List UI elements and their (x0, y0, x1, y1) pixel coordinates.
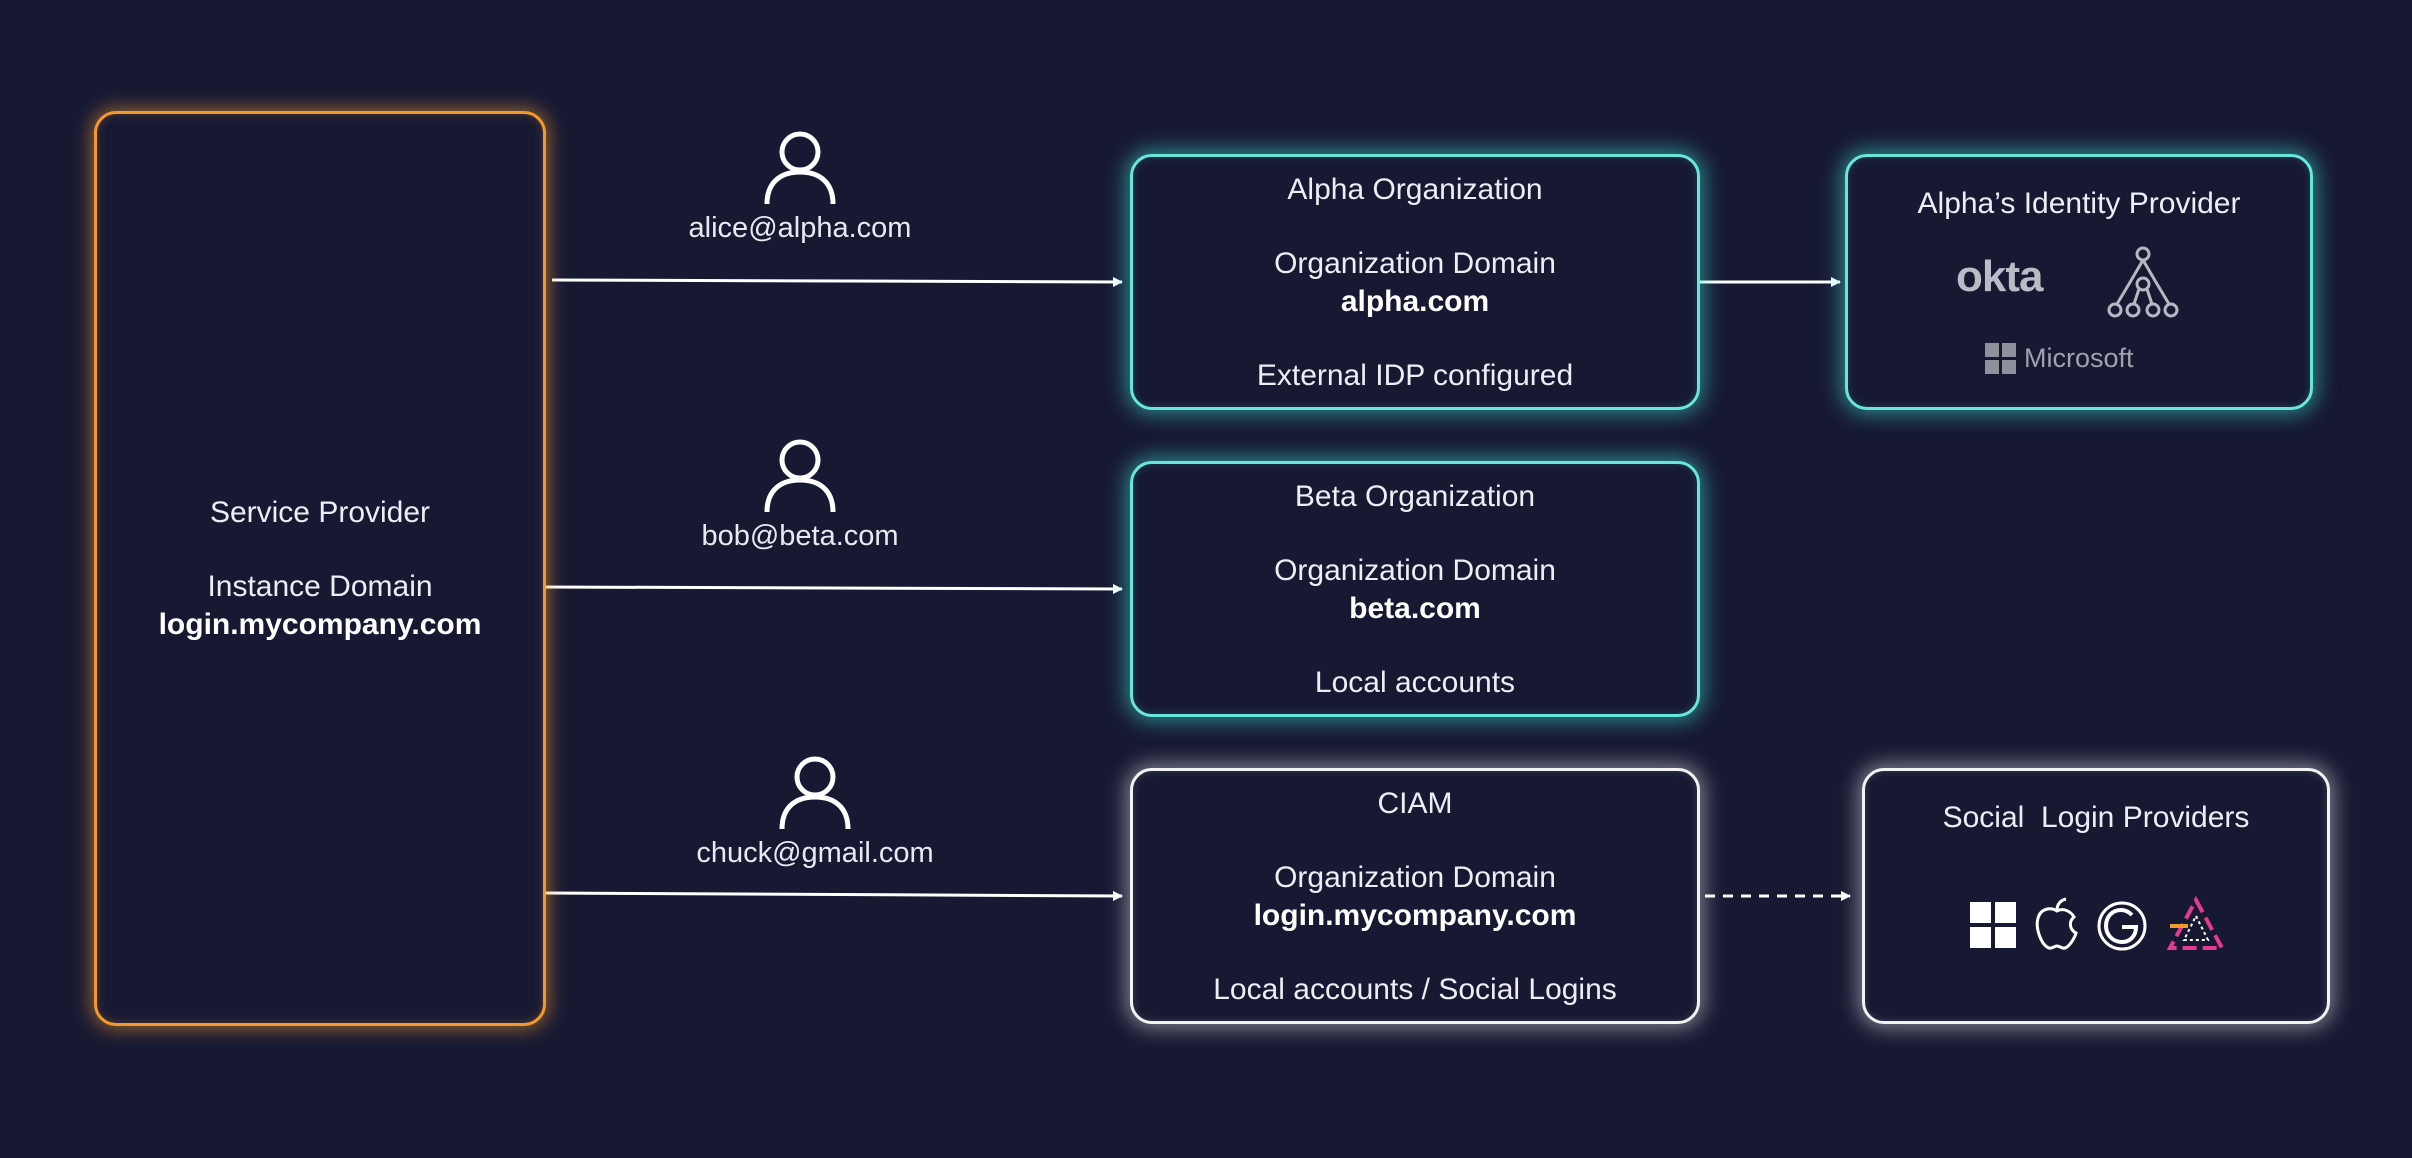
service-provider-title: Service Provider (209, 495, 431, 529)
instance-domain-value: login.mycompany.com (158, 607, 482, 641)
microsoft-grid-icon (1985, 343, 2016, 374)
triangle-provider-icon (2166, 896, 2226, 950)
org-name: Alpha Organization (1287, 173, 1543, 206)
okta-logo-icon: okta (1956, 252, 2043, 301)
arrow-alice-to-alpha (551, 276, 1123, 287)
alpha-organization-box: Alpha Organization Organization Domain a… (1130, 154, 1700, 410)
org-domain-value: login.mycompany.com (1253, 899, 1577, 932)
identity-provider-box: Alpha’s Identity Provider (1845, 154, 2313, 410)
user-icon (779, 756, 851, 830)
ciam-organization-box: CIAM Organization Domain login.mycompany… (1130, 768, 1700, 1024)
user-email-chuck: chuck@gmail.com (696, 837, 934, 869)
org-domain-value: alpha.com (1340, 285, 1490, 318)
idp-title: Alpha’s Identity Provider (1917, 187, 2241, 220)
microsoft-wordmark: Microsoft (2024, 343, 2134, 373)
google-icon (2097, 901, 2147, 951)
user-icon (764, 131, 836, 205)
user-email-alice: alice@alpha.com (688, 212, 912, 244)
user-icon (764, 439, 836, 513)
user-email-bob: bob@beta.com (701, 520, 899, 552)
arrow-bob-to-beta (544, 583, 1123, 594)
service-provider-box: Service Provider Instance Domain login.m… (94, 111, 546, 1026)
beta-organization-box: Beta Organization Organization Domain be… (1130, 461, 1700, 717)
arrow-chuck-to-ciam (544, 890, 1123, 901)
microsoft-logo-icon: Microsoft (1985, 343, 2134, 374)
instance-domain-label: Instance Domain (207, 569, 433, 603)
org-domain-label: Organization Domain (1274, 554, 1556, 587)
org-domain-label: Organization Domain (1274, 247, 1556, 280)
user-alice: alice@alpha.com (680, 130, 920, 245)
org-domain-label: Organization Domain (1274, 861, 1556, 894)
org-note: External IDP configured (1256, 359, 1574, 392)
user-bob: bob@beta.com (680, 438, 920, 553)
org-domain-value: beta.com (1349, 592, 1481, 625)
social-login-providers-box: Social Login Providers (1862, 768, 2330, 1024)
hierarchy-tree-icon (2107, 246, 2179, 318)
apple-icon (2035, 897, 2078, 950)
org-note: Local accounts / Social Logins (1213, 973, 1617, 1006)
windows-icon (1970, 902, 2016, 948)
user-chuck: chuck@gmail.com (680, 755, 950, 870)
org-name: CIAM (1377, 787, 1453, 820)
org-name: Beta Organization (1294, 480, 1536, 513)
org-note: Local accounts (1314, 666, 1516, 699)
social-title: Social Login Providers (1942, 801, 2250, 834)
